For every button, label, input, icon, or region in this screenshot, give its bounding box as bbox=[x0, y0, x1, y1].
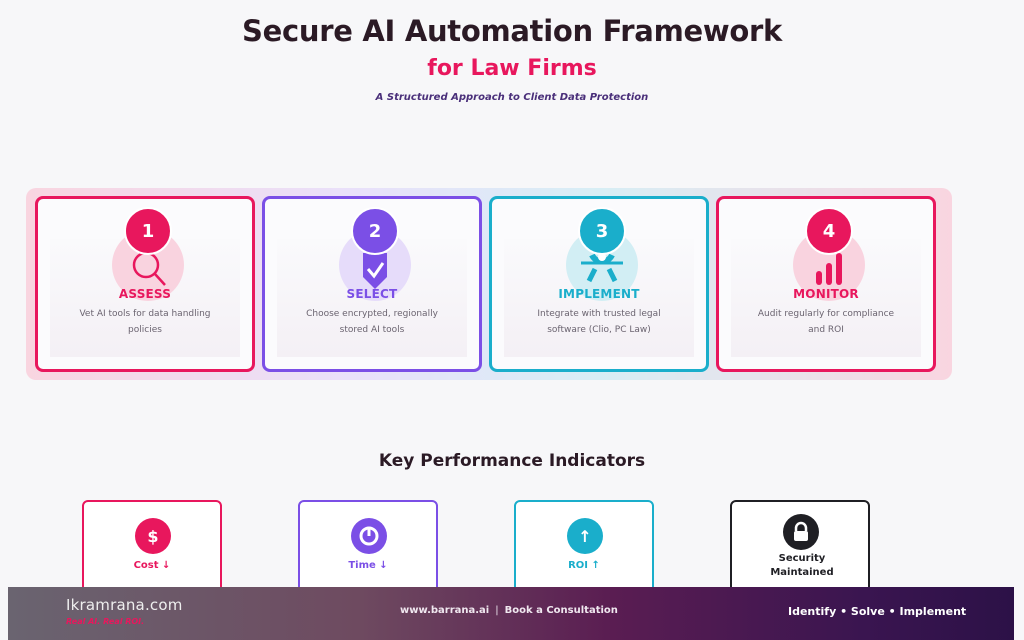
dollar-icon: $ bbox=[135, 518, 171, 554]
step-card-monitor: 4 MONITOR Audit regularly for compliance… bbox=[716, 196, 936, 372]
step-card-implement: 3 IMPLEMENT Integrate with trusted legal… bbox=[489, 196, 709, 372]
kpi-label: ROI ↑ bbox=[568, 560, 600, 571]
clock-icon bbox=[351, 518, 387, 554]
integration-icon bbox=[581, 253, 623, 283]
step-name: MONITOR bbox=[793, 287, 859, 301]
step-description: Choose encrypted, regionally stored AI t… bbox=[306, 309, 438, 335]
page-tagline: A Structured Approach to Client Data Pro… bbox=[375, 92, 649, 103]
kpi-label: Cost ↓ bbox=[133, 560, 171, 571]
footer-brand[interactable]: Ikramrana.com bbox=[66, 596, 183, 614]
kpi-label: Time ↓ bbox=[348, 560, 388, 571]
step-description: Vet AI tools for data handling policies bbox=[79, 309, 211, 335]
step-number-badge: 1 bbox=[124, 207, 172, 255]
step-number-badge: 3 bbox=[578, 207, 626, 255]
shield-check-icon bbox=[363, 253, 387, 289]
step-name: ASSESS bbox=[118, 287, 172, 301]
footer-bar: Ikramrana.com Real AI. Real ROI. www.bar… bbox=[8, 587, 1014, 640]
kpi-card-time: Time ↓ bbox=[298, 500, 438, 600]
step-number-badge: 2 bbox=[351, 207, 399, 255]
page-title: Secure AI Automation Framework bbox=[242, 14, 782, 48]
kpi-card-roi: ↑ ROI ↑ bbox=[514, 500, 654, 600]
website-link[interactable]: www.barrana.ai bbox=[400, 605, 490, 616]
step-card-assess: 1 ASSESS Vet AI tools for data handling … bbox=[35, 196, 255, 372]
kpi-card-cost: $ Cost ↓ bbox=[82, 500, 222, 600]
step-number-badge: 4 bbox=[805, 207, 853, 255]
footer-brand-tagline: Real AI. Real ROI. bbox=[66, 617, 145, 626]
footer-links: www.barrana.ai | Book a Consultation bbox=[400, 605, 618, 616]
bar-chart-icon bbox=[816, 253, 842, 285]
step-description: Integrate with trusted legal software (C… bbox=[537, 309, 661, 335]
step-name: SELECT bbox=[346, 287, 398, 301]
footer-separator: | bbox=[495, 605, 499, 616]
step-card-select: 2 SELECT Choose encrypted, regionally st… bbox=[262, 196, 482, 372]
arrow-up-icon: ↑ bbox=[567, 518, 603, 554]
kpi-section-title: Key Performance Indicators bbox=[378, 451, 646, 471]
lock-icon bbox=[783, 514, 819, 550]
kpi-label: Security Maintained bbox=[770, 553, 834, 578]
book-consultation-link[interactable]: Book a Consultation bbox=[504, 605, 618, 616]
footer-motto: Identify • Solve • Implement bbox=[788, 605, 967, 618]
step-name: IMPLEMENT bbox=[558, 287, 640, 301]
kpi-card-security: Security Maintained bbox=[730, 500, 870, 600]
page-subtitle: for Law Firms bbox=[427, 56, 597, 81]
step-description: Audit regularly for compliance and ROI bbox=[757, 309, 895, 335]
